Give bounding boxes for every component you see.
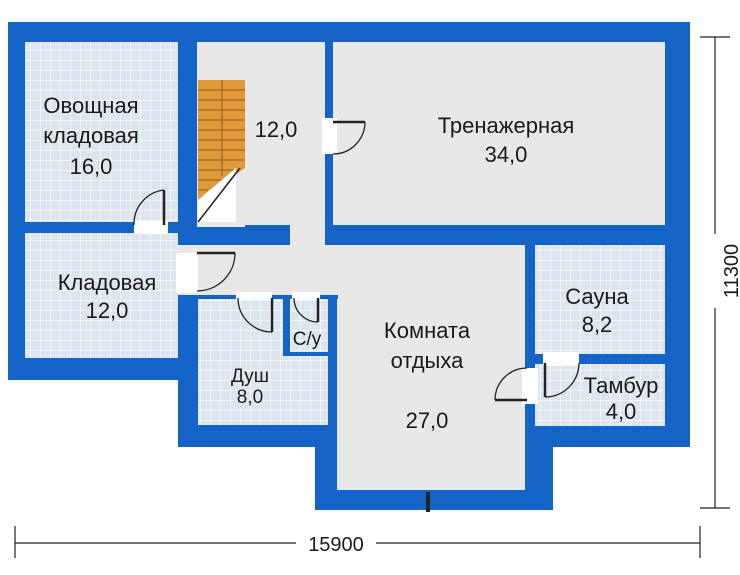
door-shower <box>236 292 274 333</box>
toilet-name: С/у <box>293 329 322 350</box>
gym-floor <box>333 42 665 225</box>
width-label-bg <box>296 530 376 556</box>
sauna-area: 8,2 <box>582 312 613 337</box>
sauna-floor <box>535 244 665 354</box>
door-vestibule <box>543 352 580 398</box>
doors <box>133 118 580 512</box>
entrance-marker <box>426 492 430 512</box>
hall-link-floor <box>290 222 325 252</box>
partition <box>283 297 290 352</box>
partitions <box>8 42 665 447</box>
shower-area: 8,0 <box>237 387 263 408</box>
partition <box>283 352 328 356</box>
partition <box>325 225 665 245</box>
room-labels: Овощная кладовая 16,0 12,0 Тренажерная 3… <box>43 93 658 433</box>
height-label-bg <box>703 234 729 308</box>
door-lounge <box>494 367 538 404</box>
partition <box>525 245 535 447</box>
partition <box>328 295 337 447</box>
vegetable-storage-name-1: Овощная <box>43 93 138 118</box>
stair-landing <box>198 168 236 222</box>
staircase <box>197 80 245 223</box>
lounge-name-2: отдыха <box>391 348 465 373</box>
door-gym <box>322 118 366 155</box>
partition <box>178 295 198 447</box>
lounge-name-1: Комната <box>384 318 471 343</box>
lounge-floor <box>337 245 525 490</box>
gym-name: Тренажерная <box>438 113 575 138</box>
vegetable-storage-area: 16,0 <box>70 154 113 179</box>
height-dimension: 11300 <box>721 244 740 298</box>
storage-area: 12,0 <box>86 298 129 323</box>
vegetable-storage-floor <box>25 42 178 222</box>
stair-cut-line <box>197 167 241 223</box>
sauna-name: Сауна <box>565 284 629 309</box>
storage-floor <box>25 233 178 358</box>
partition <box>245 225 290 245</box>
stair-hall-area: 12,0 <box>255 117 298 142</box>
vegetable-storage-name-2: кладовая <box>43 123 139 148</box>
storage-name: Кладовая <box>58 270 157 295</box>
partition <box>535 354 665 364</box>
partition <box>178 42 197 245</box>
door-storage <box>176 251 236 293</box>
shower-name: Душ <box>231 366 269 387</box>
partition <box>8 222 178 233</box>
toilet-floor <box>290 297 328 352</box>
stair-treads <box>198 80 245 191</box>
door-toilet <box>292 292 320 323</box>
door-vegetable-storage <box>133 189 168 234</box>
width-dimension: 15900 <box>308 534 364 556</box>
lounge-area: 27,0 <box>406 408 449 433</box>
vestibule-area: 4,0 <box>606 399 637 424</box>
gym-area: 34,0 <box>485 142 528 167</box>
vestibule-name: Тамбур <box>584 373 659 398</box>
